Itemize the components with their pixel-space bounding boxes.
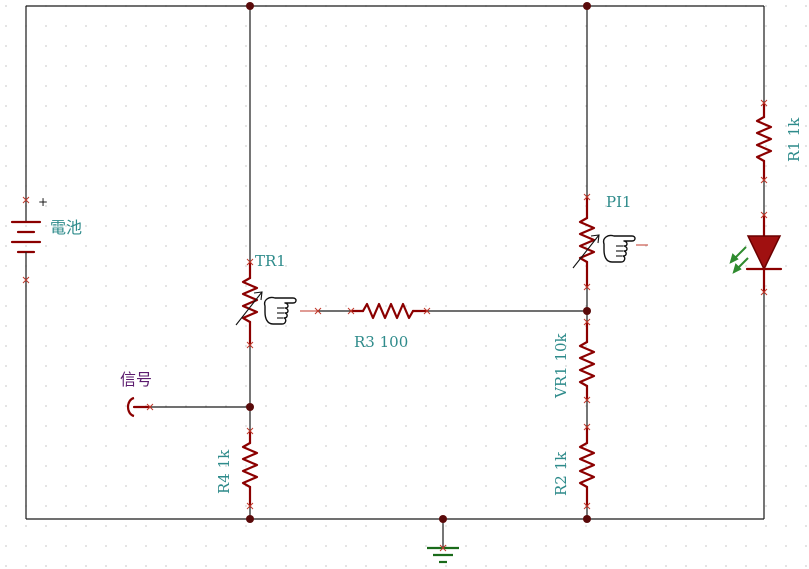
tr1-component: TR1 xyxy=(235,252,318,347)
wires xyxy=(25,5,765,548)
battery-plus-label: + xyxy=(38,195,48,209)
junction-dot xyxy=(246,515,254,523)
pin-markers xyxy=(22,99,768,552)
battery-symbol: + 電池 xyxy=(10,195,82,280)
r1-label: R1 1k xyxy=(785,117,803,162)
junction-dot xyxy=(246,2,254,10)
light-rays-icon xyxy=(729,246,749,274)
junction-dot xyxy=(246,403,254,411)
junctions xyxy=(246,2,591,523)
r3-label: R3 100 xyxy=(354,333,408,351)
vr1-resistor: VR1 10k xyxy=(552,320,596,402)
r1-resistor: R1 1k xyxy=(755,101,803,182)
signal-terminal: 信号 xyxy=(120,370,152,418)
pi1-component: PI1 xyxy=(572,193,648,289)
pointing-hand-icon xyxy=(602,234,636,263)
tr1-label: TR1 xyxy=(255,252,286,270)
junction-dot xyxy=(439,515,447,523)
r4-resistor: R4 1k xyxy=(215,429,259,508)
r2-resistor: R2 1k xyxy=(552,425,596,508)
led-symbol xyxy=(729,213,783,294)
vr1-label: VR1 10k xyxy=(552,332,570,399)
junction-dot xyxy=(583,515,591,523)
junction-dot xyxy=(583,307,591,315)
r4-label: R4 1k xyxy=(215,449,233,494)
battery-label: 電池 xyxy=(50,218,82,237)
r3-resistor: R3 100 xyxy=(349,302,429,351)
signal-label: 信号 xyxy=(120,370,152,389)
r2-label: R2 1k xyxy=(552,451,570,496)
junction-dot xyxy=(583,2,591,10)
pointing-hand-icon xyxy=(263,296,297,325)
pi1-label: PI1 xyxy=(606,193,632,211)
